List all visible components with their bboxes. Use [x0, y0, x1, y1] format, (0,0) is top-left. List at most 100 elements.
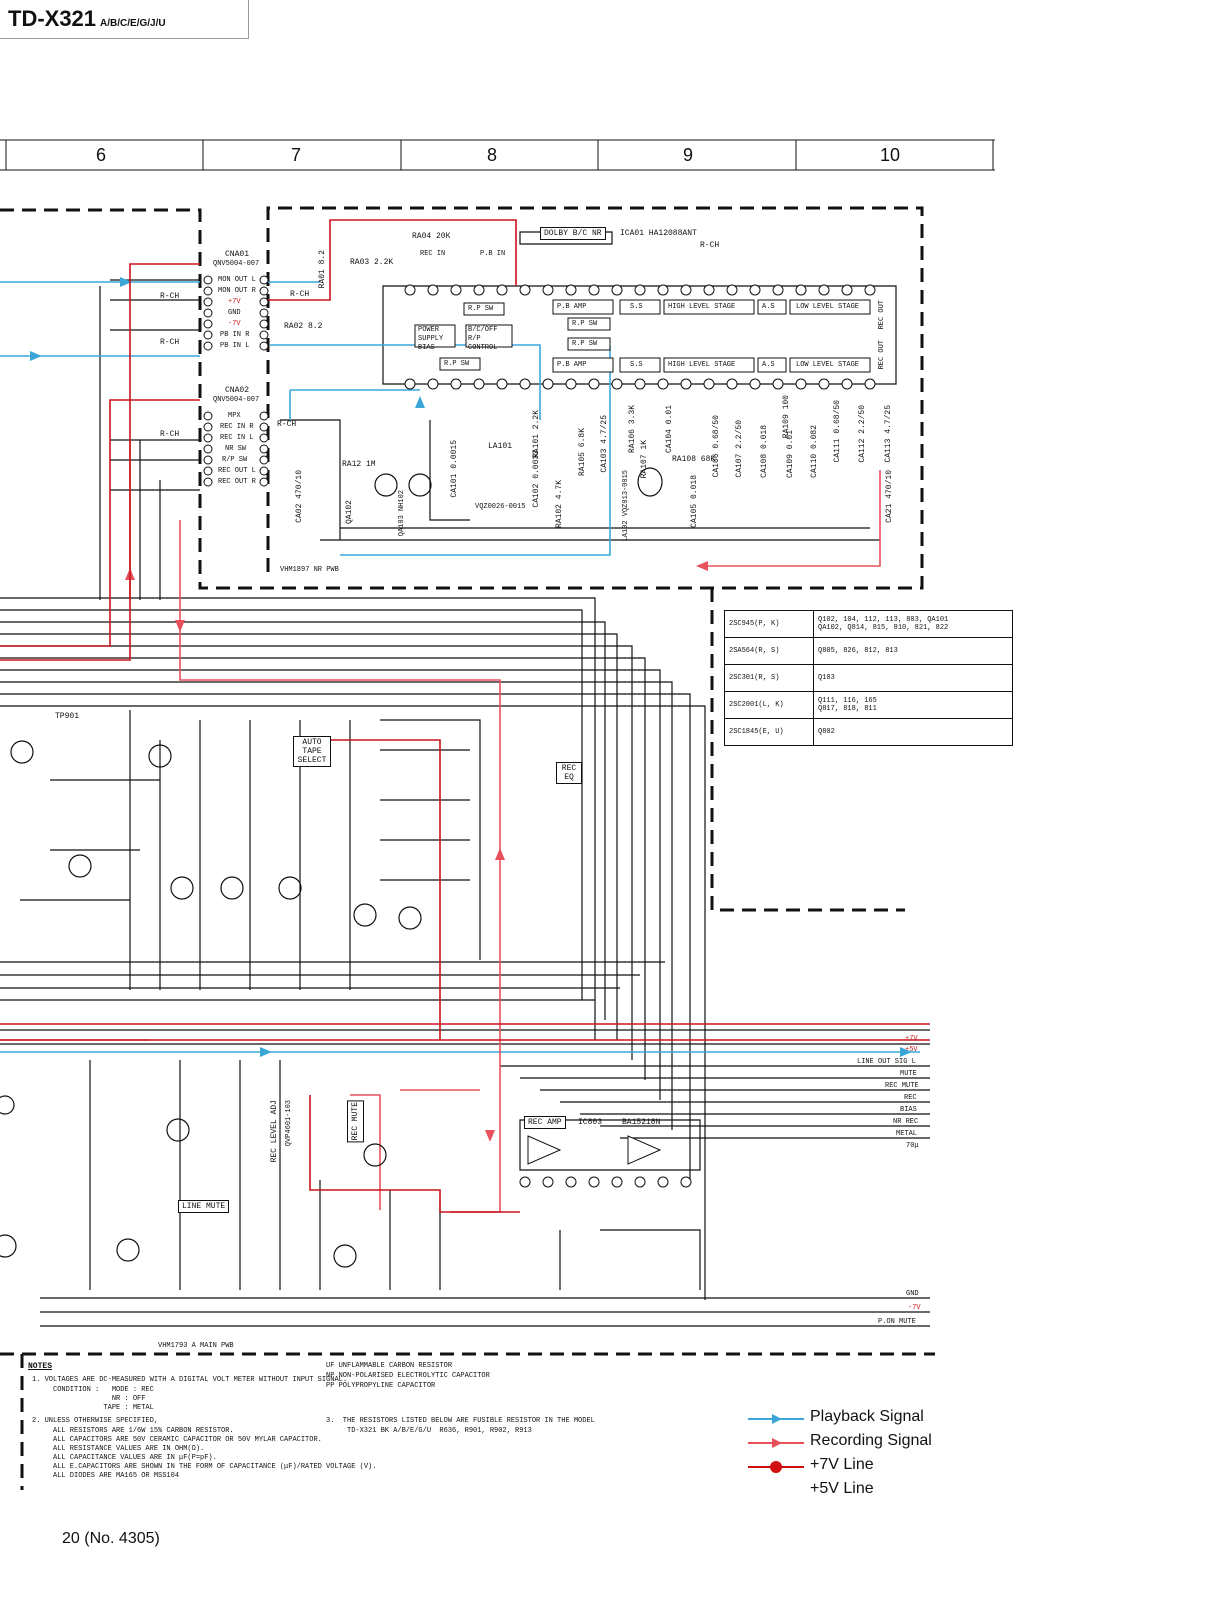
table-cell-refs: Q103 — [813, 664, 1013, 692]
notes-line: TAPE : METAL — [32, 1404, 154, 1412]
legend-item-recording: Recording Signal — [748, 1432, 988, 1456]
legend-label: Recording Signal — [810, 1432, 932, 1449]
bus-plus7v: +7V — [905, 1035, 918, 1043]
bus-pon-mute: P.ON MUTE — [878, 1318, 916, 1326]
cap-ca108: CA108 0.018 — [760, 425, 769, 478]
cna02-pin-4: NR SW — [225, 445, 247, 453]
bus-rec: REC — [904, 1094, 917, 1102]
transistor-table: 2SC945(P, K) Q102, 104, 112, 113, 803, Q… — [724, 610, 1013, 746]
dolby-rch-label: R-CH — [700, 241, 720, 250]
cna01-pin-7: PB IN L — [220, 342, 250, 350]
part-la101: LA101 — [488, 442, 513, 451]
cna02-name: CNA02 — [225, 386, 250, 395]
resistor-ra102: RA102 4.7K — [555, 480, 564, 529]
cna02-pin-5: R/P SW — [222, 456, 248, 464]
cna02-part: QNV5004-007 — [213, 396, 260, 404]
stage-as-bottom: A.S — [762, 361, 775, 369]
cap-ca21: CA21 470/10 — [885, 470, 894, 523]
column-label-8: 8 — [487, 145, 498, 165]
dolby-ic-pins — [404, 284, 876, 390]
part-la102: LA102 VQZ013-0015 — [622, 470, 630, 542]
table-cell-refs: Q802 — [813, 718, 1013, 746]
notes-line: TD-X321 BK A/B/E/G/U R636, R901, R902, R… — [326, 1427, 532, 1435]
playback-signal-wires — [0, 281, 920, 1053]
rec-level-adj-label: REC LEVEL ADJ — [270, 1100, 279, 1163]
rec-in-label: REC IN — [420, 250, 446, 258]
table-cell-part: 2SC1845(E, U) — [724, 718, 814, 746]
recording-line-icon — [748, 1438, 804, 1448]
cap-ca104: CA104 0.01 — [665, 405, 674, 454]
bus-plus5v: +5V — [905, 1046, 918, 1054]
rec-amp-ic — [519, 1135, 692, 1188]
cap-ca107: CA107 2.2/50 — [735, 420, 744, 478]
stage-high-level-bottom: HIGH LEVEL STAGE — [668, 361, 736, 369]
table-cell-part: 2SC301(R, S) — [724, 664, 814, 692]
signal-legend: Playback Signal Recording Signal +7V Lin… — [748, 1408, 988, 1504]
table-cell-part: 2SC945(P, K) — [724, 610, 814, 638]
rec-amp-ic-label: IC803 — [578, 1118, 603, 1127]
cna01-pin-4: GND — [228, 309, 241, 317]
bus-bias: BIAS — [900, 1106, 917, 1114]
bus-nr-rec: NR REC — [893, 1118, 919, 1126]
plus5v-line-icon — [748, 1484, 804, 1498]
refs-line: QA102, Q814, 815, 810, 821, 822 — [818, 624, 949, 632]
dolby-nr-label: DOLBY B/C NR — [540, 227, 606, 240]
stage-pb-amp-bottom: P.B AMP — [557, 361, 587, 369]
notes-title: NOTES — [28, 1362, 53, 1371]
notes-line: ALL RESISTANCE VALUES ARE IN OHM(Ω). — [32, 1445, 205, 1453]
model-variants: A/B/C/E/G/J/U — [100, 18, 166, 29]
bus-70u: 70μ — [906, 1142, 919, 1150]
rch-label-3: R-CH — [160, 430, 180, 439]
line-mute-label: LINE MUTE — [178, 1200, 230, 1213]
column-ruler — [0, 139, 995, 171]
cna02-pin-6: REC OUT L — [218, 467, 256, 475]
bus-metal: METAL — [896, 1130, 918, 1138]
rch-label-1: R-CH — [160, 292, 180, 301]
cna01-pin-1: MON OUT L — [218, 276, 256, 284]
rec-mute-label: REC MUTE — [347, 1100, 364, 1143]
table-row: 2SC1845(E, U) Q802 — [724, 718, 1013, 746]
notes-symbol: PP POLYPROPYLINE CAPACITOR — [326, 1382, 436, 1390]
legend-item-playback: Playback Signal — [748, 1408, 988, 1432]
notes-line: ALL RESISTORS ARE 1/6W 15% CARBON RESIST… — [32, 1427, 234, 1435]
cna02-pin-3: REC IN L — [220, 434, 254, 442]
legend-label: +7V Line — [810, 1456, 874, 1473]
legend-item-plus7v: +7V Line — [748, 1456, 988, 1480]
column-label-9: 9 — [683, 145, 694, 165]
recording-arrows — [125, 561, 708, 1142]
table-cell-refs: Q805, 826, 812, 813 — [813, 637, 1013, 665]
cap-ca111: CA111 0.68/50 — [833, 400, 842, 463]
table-row: 2SC945(P, K) Q102, 104, 112, 113, 803, Q… — [724, 610, 1013, 638]
table-cell-part: 2SA564(R, S) — [724, 637, 814, 665]
rec-amp-part-label: BA15218N — [622, 1118, 661, 1127]
notes-line: 2. UNLESS OTHERWISE SPECIFIED, — [32, 1417, 159, 1425]
resistor-ra106: RA106 3.3K — [628, 405, 637, 454]
part-qa102: QA102 — [345, 500, 354, 525]
bus-line-out-sig: LINE OUT SIG L — [857, 1058, 916, 1066]
cap-ca102: CA102 0.0033 — [532, 450, 541, 508]
tp901-label: TP901 — [55, 712, 80, 721]
resistor-ra01: RA01 8.2 — [318, 250, 327, 289]
rec-amp-label: REC AMP — [524, 1116, 566, 1129]
column-label-6: 6 — [96, 145, 107, 165]
stage-high-level-top: HIGH LEVEL STAGE — [668, 303, 736, 311]
legend-label: +5V Line — [810, 1480, 874, 1497]
cap-ca112: CA112 2.2/50 — [858, 405, 867, 463]
notes-line: NR : OFF — [32, 1395, 146, 1403]
rec-eq-label: REC EQ — [556, 762, 582, 784]
resistor-ra105: RA105 6.8K — [578, 428, 587, 477]
table-row: 2SC301(R, S) Q103 — [724, 664, 1013, 692]
dolby-ic-label: ICA01 HA12088ANT — [620, 229, 697, 238]
bus-rec-mute: REC MUTE — [885, 1082, 919, 1090]
rp-sw-1: R.P SW — [572, 320, 598, 328]
stage-rec-out-top: REC OUT — [878, 300, 886, 330]
notes-symbol: UF UNFLAMMABLE CARBON RESISTOR — [326, 1362, 453, 1370]
table-cell-part: 2SC2001(L, K) — [724, 691, 814, 719]
stage-low-level-bottom: LOW LEVEL STAGE — [796, 361, 860, 369]
cap-ca109: CA109 0.01 — [786, 430, 795, 479]
cna01-name: CNA01 — [225, 250, 250, 259]
